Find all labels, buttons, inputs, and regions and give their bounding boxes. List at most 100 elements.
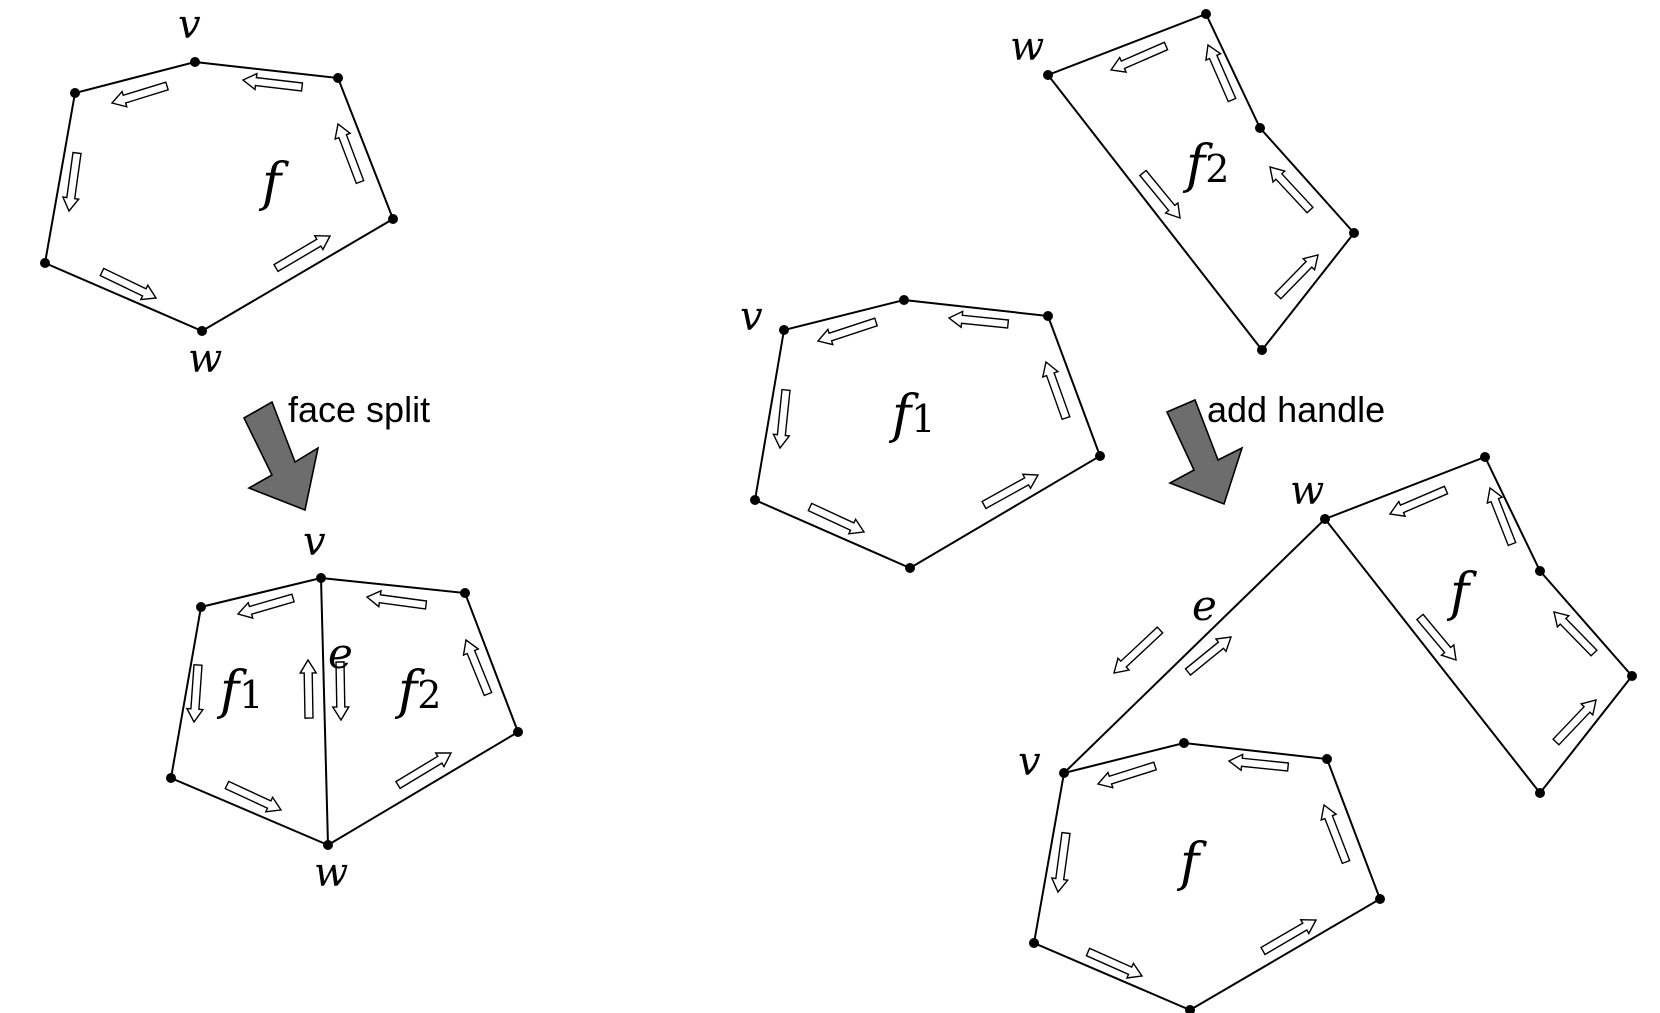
vertex-w (1043, 70, 1053, 80)
label-vertex-v: v (1018, 739, 1041, 785)
label-face-f1: f1 (888, 385, 935, 445)
face-f1-subscript: 1 (911, 397, 935, 441)
vertex (513, 727, 523, 737)
vertex (166, 773, 176, 783)
half-edge-arrows (185, 589, 493, 813)
vertex (1255, 123, 1265, 133)
vertex (40, 258, 50, 268)
vertex (333, 73, 343, 83)
vertex (899, 295, 909, 305)
half-edge-arrow (1269, 166, 1314, 214)
operation-face-split: face split (242, 389, 430, 512)
label-vertex-v: v (303, 519, 326, 565)
half-edge-arrow (1041, 360, 1071, 421)
vertex-v (316, 573, 326, 583)
vertex-w (197, 326, 207, 336)
vertex (1185, 1005, 1195, 1013)
half-edge-arrow (1388, 485, 1449, 518)
half-edge-arrow (1486, 486, 1517, 547)
label-face-f: f (258, 153, 289, 213)
face-f-boundary (43, 60, 395, 333)
half-edge-arrow (816, 317, 879, 346)
face-f2-subscript: 2 (1205, 147, 1229, 191)
half-edge-arrow (1113, 626, 1164, 674)
vertex (70, 88, 80, 98)
vertex (905, 563, 915, 573)
add-handle-label: add handle (1207, 389, 1385, 430)
vertex-v (1059, 768, 1069, 778)
half-edge-arrow (1320, 803, 1351, 865)
vertex (1179, 738, 1189, 748)
half-edge-arrow (1138, 169, 1181, 220)
half-edge-arrow (394, 752, 453, 790)
vertex (1535, 566, 1545, 576)
label-edge-e: e (328, 629, 353, 678)
vertex (460, 588, 470, 598)
half-edge-arrow (334, 122, 365, 185)
half-edge-arrow (331, 661, 351, 722)
vertex (1535, 788, 1545, 798)
face-split-label: face split (288, 389, 430, 430)
add-handle-arrow-icon (1165, 398, 1244, 506)
half-edge-arrow (1050, 831, 1071, 894)
half-edge-arrow (1227, 753, 1290, 772)
vertex-v (779, 325, 789, 335)
half-edge-arrow (1552, 699, 1597, 746)
half-edge-arrow (110, 81, 170, 108)
label-vertex-w: w (188, 336, 222, 382)
vertex (1095, 451, 1105, 461)
half-edge-arrow (981, 473, 1040, 510)
vertex (1375, 894, 1385, 904)
label-vertex-v: v (178, 2, 201, 48)
half-edge-arrow (462, 638, 493, 697)
half-edge-arrow (1184, 636, 1233, 677)
half-edge-arrow (772, 388, 791, 450)
label-vertex-v: v (740, 294, 763, 340)
half-edge-arrow (99, 267, 158, 301)
face-f2-subscript: 2 (417, 673, 441, 717)
half-edge-arrow (1553, 611, 1598, 657)
label-face-f1: f1 (216, 661, 263, 721)
vertex (1029, 938, 1039, 948)
face-split-arrow-icon (242, 400, 320, 512)
vertex (750, 495, 760, 505)
half-edge-arrow (1109, 41, 1169, 73)
face-f1-subscript: 1 (239, 673, 263, 717)
half-edge-arrow (365, 589, 428, 610)
half-edge-arrow (1260, 918, 1318, 956)
half-edge-arrow (1096, 761, 1158, 789)
vertex (1627, 671, 1637, 681)
vertex-w (323, 840, 333, 850)
half-edge-arrow (947, 310, 1010, 329)
label-vertex-w: w (314, 850, 348, 896)
half-edge-arrow (1274, 254, 1319, 300)
label-vertex-w: w (1010, 24, 1044, 70)
vertex-w (1320, 514, 1330, 524)
edge-e (320, 577, 329, 846)
half-edge-arrow (241, 72, 304, 92)
panel-add-handle-result: w v e f f (1018, 452, 1637, 1013)
label-face-f2: f2 (394, 661, 441, 721)
half-edge-arrow (185, 663, 205, 724)
vertex (1322, 754, 1332, 764)
half-edge-arrow (298, 658, 318, 719)
vertex (1043, 311, 1053, 321)
half-edge-arrow (807, 502, 866, 535)
label-face-f: f (1176, 833, 1207, 893)
half-edge-arrows (1050, 485, 1598, 979)
vertex (196, 602, 206, 612)
face-f-lower-boundary (1032, 741, 1382, 1012)
vertex (1480, 452, 1490, 462)
panel-face-split-result: v w e f1 f2 (166, 519, 523, 896)
label-edge-e: e (1192, 581, 1217, 630)
half-edge-arrow (224, 780, 283, 813)
half-edge-arrow (1205, 43, 1237, 103)
half-edge-arrow (273, 234, 332, 273)
label-vertex-w: w (1290, 468, 1324, 514)
label-face-f: f (1446, 563, 1477, 623)
vertex (1257, 345, 1267, 355)
operation-add-handle: add handle (1165, 389, 1385, 506)
edge-e (1063, 518, 1326, 774)
vertex (388, 214, 398, 224)
